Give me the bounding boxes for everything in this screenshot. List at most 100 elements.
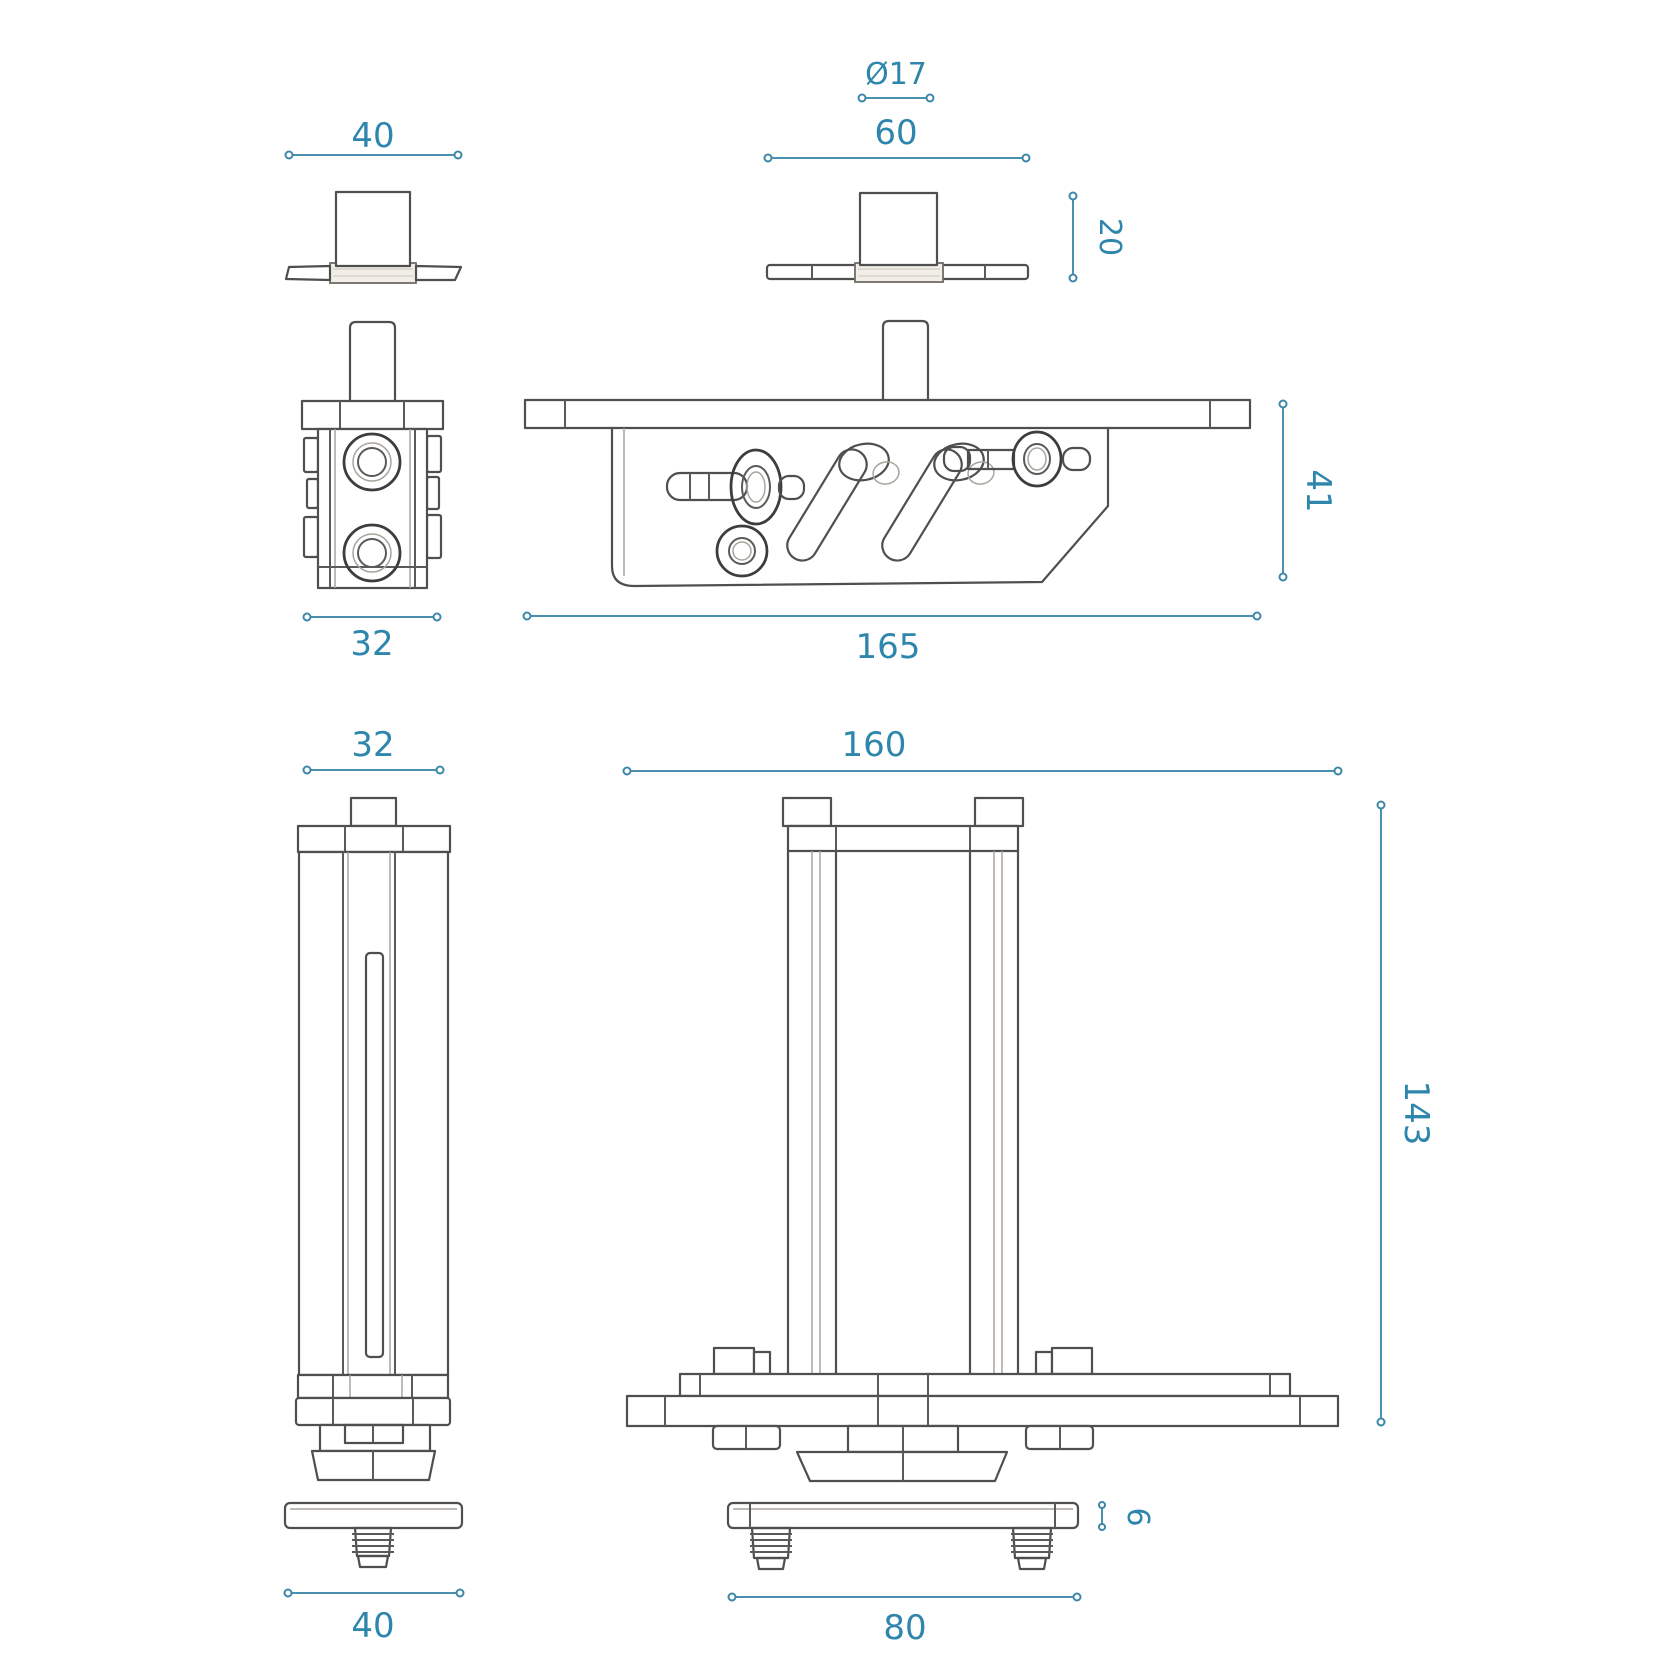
- roller-outer: [342, 523, 402, 583]
- dim-profile-width: 32: [302, 725, 445, 775]
- dim-endpoint: [1333, 766, 1343, 776]
- dim-label: 165: [856, 627, 921, 667]
- dim-endpoint: [1376, 1417, 1386, 1427]
- dim-label: Ø17: [865, 57, 927, 92]
- dim-plate-width: 60: [763, 113, 1031, 163]
- dim-endpoint: [1376, 800, 1386, 810]
- roller-bore: [357, 538, 387, 568]
- top-bar: [786, 824, 1020, 853]
- plate-right-wing: [414, 264, 463, 282]
- dim-endpoint: [1278, 572, 1288, 582]
- dim-plug-width: 40: [284, 116, 463, 160]
- dim-endpoint: [1252, 611, 1262, 621]
- dim-endpoint: [522, 611, 532, 621]
- dim-endpoint: [857, 93, 867, 103]
- step-bar-2: [294, 1396, 452, 1427]
- dim-endpoint: [1068, 191, 1078, 201]
- pin-stub: [777, 474, 806, 501]
- dim-label: 20: [1092, 218, 1127, 256]
- body-case: [316, 427, 429, 590]
- dim-endpoint: [284, 150, 294, 160]
- nut-block: [318, 1423, 432, 1453]
- plate-left-wing: [284, 264, 332, 282]
- upper-nut: [1050, 1346, 1094, 1376]
- lower-ring-bore: [728, 537, 756, 565]
- dim-label: 41: [1298, 469, 1338, 512]
- nut-inner-ring: [746, 471, 766, 503]
- dim-label: 80: [883, 1608, 926, 1648]
- side-tab: [302, 515, 320, 559]
- lever-head: [933, 442, 985, 482]
- dim-base-length: 160: [622, 725, 1343, 776]
- view-lock-side: [523, 319, 1252, 588]
- right-ring-inner: [1027, 447, 1047, 471]
- stud-tip: [755, 1556, 787, 1571]
- base-plate-upper: [678, 1372, 1292, 1398]
- side-tab: [425, 434, 443, 474]
- step-bar-1: [296, 1373, 450, 1400]
- lever-arm: [881, 448, 963, 562]
- lever-head-knob: [967, 461, 995, 485]
- left-pin: [665, 471, 749, 502]
- dim-endpoint: [435, 765, 445, 775]
- lever-arm: [786, 448, 868, 562]
- lower-ring-inner: [732, 541, 752, 561]
- dim-strike-thickness: 6: [1098, 1501, 1155, 1531]
- right-pin-stub: [942, 445, 972, 473]
- dim-label: 40: [351, 116, 394, 156]
- spindle: [881, 319, 930, 402]
- dim-endpoint: [302, 612, 312, 622]
- dim-endpoint: [622, 766, 632, 776]
- dim-label: 6: [1120, 1507, 1155, 1526]
- dim-body-height: 41: [1278, 399, 1338, 582]
- dim-label: 160: [842, 725, 907, 765]
- view-front-large: [625, 796, 1340, 1571]
- roller-outer: [342, 432, 402, 492]
- right-pin-stub: [1061, 446, 1092, 472]
- flange-bar: [523, 398, 1252, 430]
- view-front-small: [300, 320, 445, 590]
- dim-endpoint: [727, 1592, 737, 1602]
- right-ring-outer: [1011, 430, 1063, 488]
- nut-bore: [741, 465, 771, 509]
- plug-block: [858, 191, 939, 267]
- strike-bar: [726, 1501, 1080, 1530]
- dim-endpoint: [1098, 1501, 1106, 1509]
- dim-label: 32: [350, 624, 393, 664]
- lever-head: [838, 442, 890, 482]
- dim-front-width: 32: [302, 612, 442, 664]
- side-tab: [425, 513, 443, 560]
- roller-bore: [357, 447, 387, 477]
- dim-label: 40: [351, 1606, 394, 1646]
- dim-endpoint: [302, 765, 312, 775]
- dim-plate-height: 20: [1068, 191, 1127, 283]
- dim-strike-length: 80: [727, 1592, 1082, 1648]
- dim-endpoint: [1278, 399, 1288, 409]
- dim-endpoint: [1072, 1592, 1082, 1602]
- dim-profile-plate-width: 40: [283, 1588, 465, 1646]
- upper-nut-washer: [752, 1350, 772, 1376]
- dim-endpoint: [453, 150, 463, 160]
- dim-label: 143: [1396, 1081, 1436, 1146]
- dim-endpoint: [283, 1588, 293, 1598]
- dim-spindle-diameter: Ø17: [857, 57, 935, 103]
- dim-body-length: 165: [522, 611, 1262, 667]
- top-tab: [781, 796, 833, 828]
- view-plug-top-small: [284, 190, 463, 284]
- dim-overall-height: 143: [1376, 800, 1436, 1427]
- channel-body: [297, 850, 450, 1377]
- dim-endpoint: [432, 612, 442, 622]
- top-tab: [973, 796, 1025, 828]
- dim-endpoint: [455, 1588, 465, 1598]
- threaded-stud: [1011, 1526, 1053, 1560]
- body-outline: [610, 426, 1110, 588]
- lower-ring-outer: [715, 524, 769, 578]
- strike-bar: [283, 1501, 464, 1530]
- dim-endpoint: [1068, 273, 1078, 283]
- side-tab: [425, 475, 441, 511]
- header-bar: [296, 824, 452, 854]
- lever-head-knob: [872, 461, 900, 485]
- upper-nut-washer: [1034, 1350, 1054, 1376]
- side-tab: [302, 436, 320, 474]
